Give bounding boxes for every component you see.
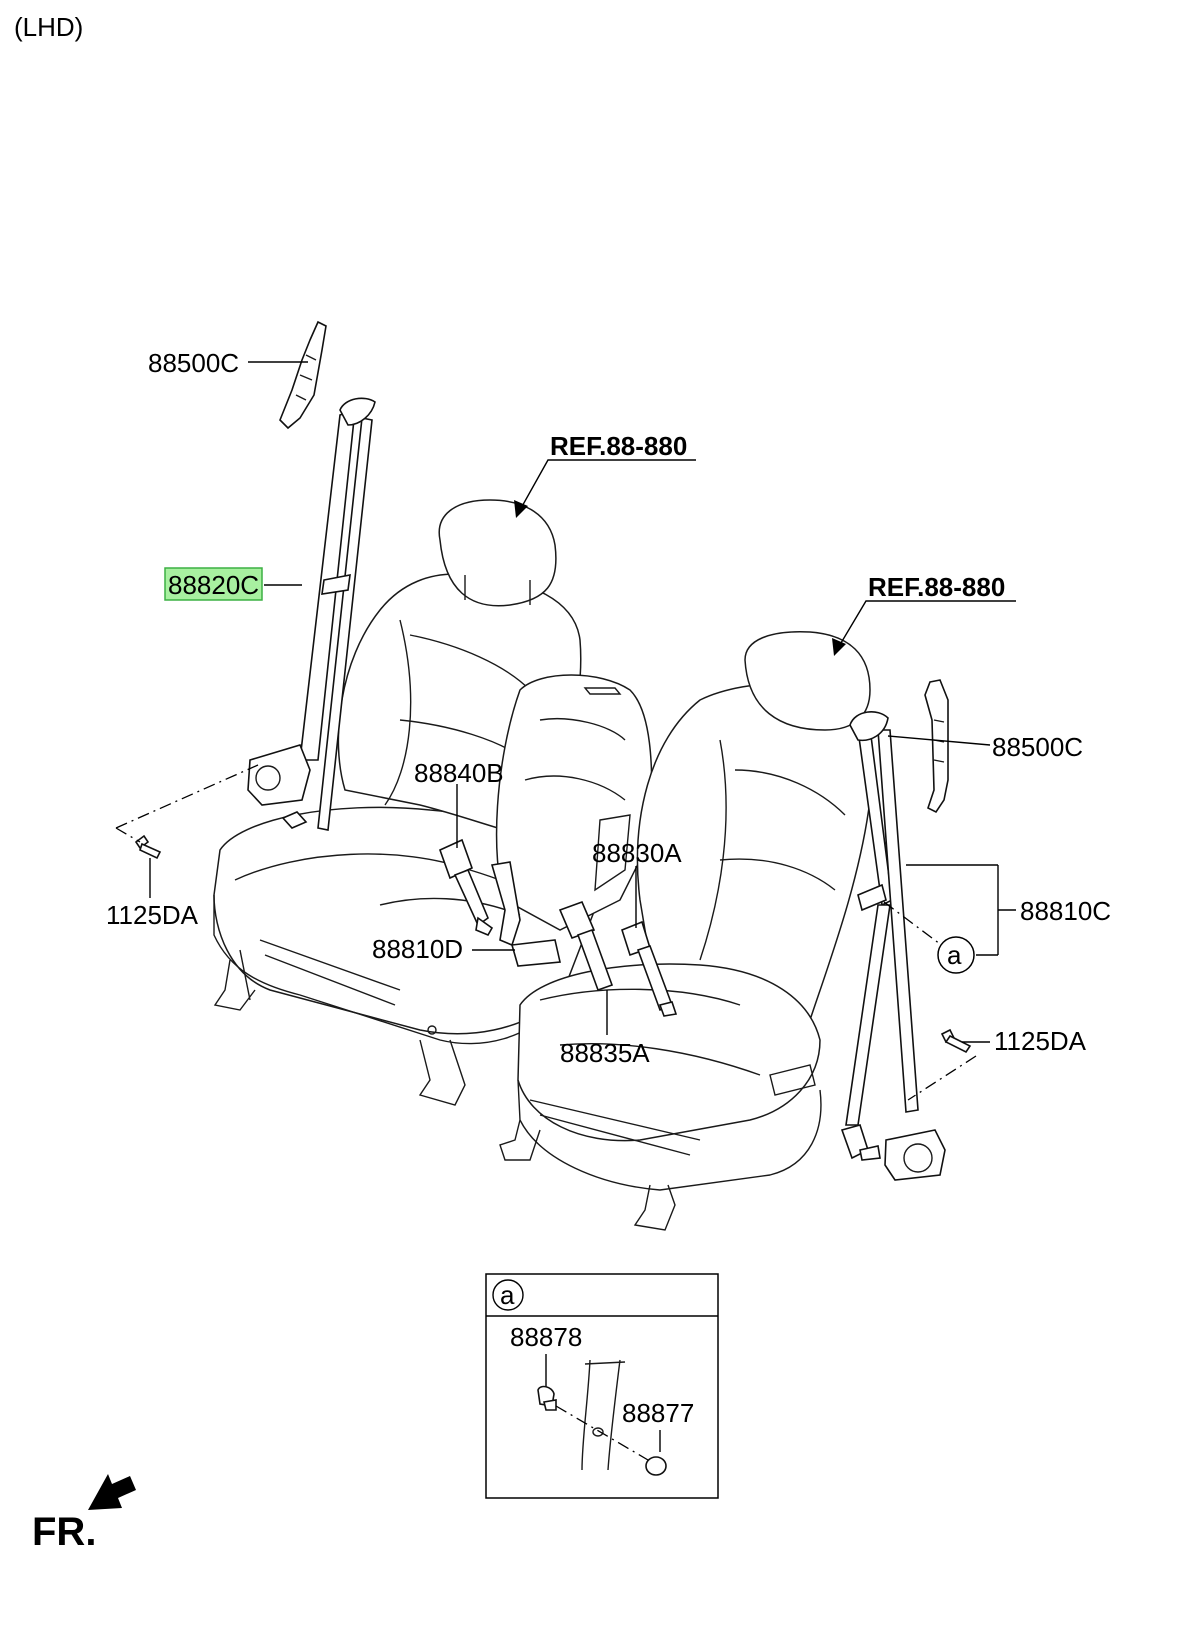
right-seat-illustration [499, 631, 873, 1231]
label-1125da-left[interactable]: 1125DA [106, 900, 199, 930]
label-1125da-right[interactable]: 1125DA [994, 1026, 1087, 1056]
label-88500c-left[interactable]: 88500C [148, 348, 239, 378]
label-88840b[interactable]: 88840B [414, 758, 504, 788]
buckle-88840b [438, 838, 494, 937]
label-88810d[interactable]: 88810D [372, 934, 463, 964]
front-arrow-icon [88, 1474, 136, 1510]
label-88835a[interactable]: 88835A [560, 1038, 650, 1068]
front-label: FR. [32, 1510, 96, 1554]
bolt-1125da-left [134, 834, 162, 860]
buckle-88835a [558, 900, 614, 992]
front-direction-indicator: FR. [32, 1474, 136, 1554]
label-88810c[interactable]: 88810C [1020, 896, 1111, 926]
leader-lines [115, 361, 1016, 1101]
belt-88810d-center [490, 861, 561, 967]
detail-box-a: a 88878 88877 [485, 1273, 719, 1499]
right-height-adjuster-88500c [924, 679, 949, 814]
label-88500c-right[interactable]: 88500C [992, 732, 1083, 762]
label-88820c[interactable]: 88820C [168, 570, 259, 600]
bolt-1125da-right [940, 1028, 972, 1054]
left-belt-88820c [247, 397, 376, 831]
label-88830a[interactable]: 88830A [592, 838, 682, 868]
label-88877[interactable]: 88877 [622, 1398, 694, 1428]
highlight-88820c [164, 567, 263, 601]
diagram-title: (LHD) [14, 12, 83, 42]
marker-a-label[interactable]: a [947, 940, 962, 970]
buckle-88830a [621, 920, 678, 1017]
marker-a-circle [937, 936, 975, 974]
label-88878[interactable]: 88878 [510, 1322, 582, 1352]
left-height-adjuster-88500c [279, 320, 327, 430]
right-belt-88810c [840, 711, 946, 1181]
detail-box-marker: a [500, 1280, 515, 1310]
ref-label-left[interactable]: REF.88-880 [550, 431, 687, 461]
center-console-illustration [495, 674, 653, 931]
ref-label-right[interactable]: REF.88-880 [868, 572, 1005, 602]
